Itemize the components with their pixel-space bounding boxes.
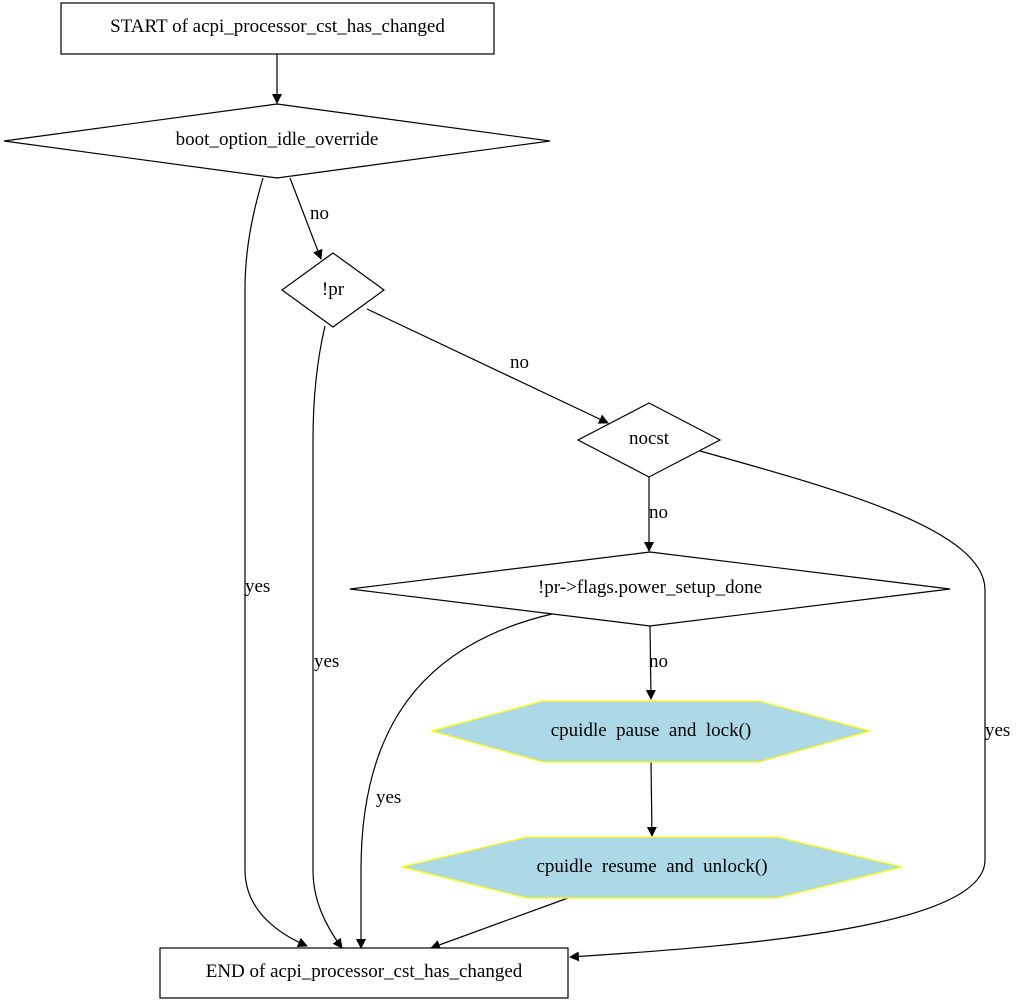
pause-lock-action: cpuidle pause and lock()	[429, 700, 873, 763]
start-node-label: START of acpi_processor_cst_has_changed	[110, 16, 445, 37]
edge-power-setup-no	[645, 625, 656, 700]
edge-boot-option-no	[289, 177, 323, 260]
edge-label-not-pr-yes: yes	[314, 651, 339, 672]
edge-pause-to-resume	[646, 761, 657, 837]
edge-label-nocst-no: no	[649, 502, 668, 523]
edge-resume-to-end	[430, 897, 569, 950]
edge-label-boot-option-no: no	[310, 203, 329, 224]
pause-lock-action-label: cpuidle pause and lock()	[551, 720, 751, 741]
edge-not-pr-no	[366, 308, 609, 424]
power-setup-decision-label: !pr->flags.power_setup_done	[538, 577, 762, 598]
edge-not-pr-yes	[312, 325, 343, 949]
start-node: START of acpi_processor_cst_has_changed	[60, 2, 495, 55]
not-pr-decision: !pr	[280, 252, 386, 328]
resume-unlock-action: cpuidle resume and unlock()	[401, 836, 903, 899]
boot-option-decision: boot_option_idle_override	[3, 103, 551, 179]
power-setup-decision: !pr->flags.power_setup_done	[349, 551, 951, 627]
end-node-label: END of acpi_processor_cst_has_changed	[206, 961, 523, 982]
edge-nocst-yes	[569, 450, 986, 962]
edge-label-nocst-yes: yes	[985, 720, 1010, 741]
edge-label-power-setup-yes: yes	[376, 787, 401, 808]
edge-label-boot-option-yes: yes	[245, 576, 270, 597]
nocst-decision: nocst	[576, 402, 722, 478]
nocst-decision-label: nocst	[629, 428, 670, 449]
not-pr-decision-label: !pr	[322, 279, 345, 300]
resume-unlock-action-label: cpuidle resume and unlock()	[536, 856, 767, 877]
edge-label-power-setup-no: no	[649, 651, 668, 672]
boot-option-decision-label: boot_option_idle_override	[176, 129, 379, 150]
edge-power-setup-yes	[356, 613, 553, 949]
end-node: END of acpi_processor_cst_has_changed	[159, 947, 569, 999]
edge-boot-option-yes	[244, 177, 308, 948]
edge-label-not-pr-no: no	[510, 352, 529, 373]
